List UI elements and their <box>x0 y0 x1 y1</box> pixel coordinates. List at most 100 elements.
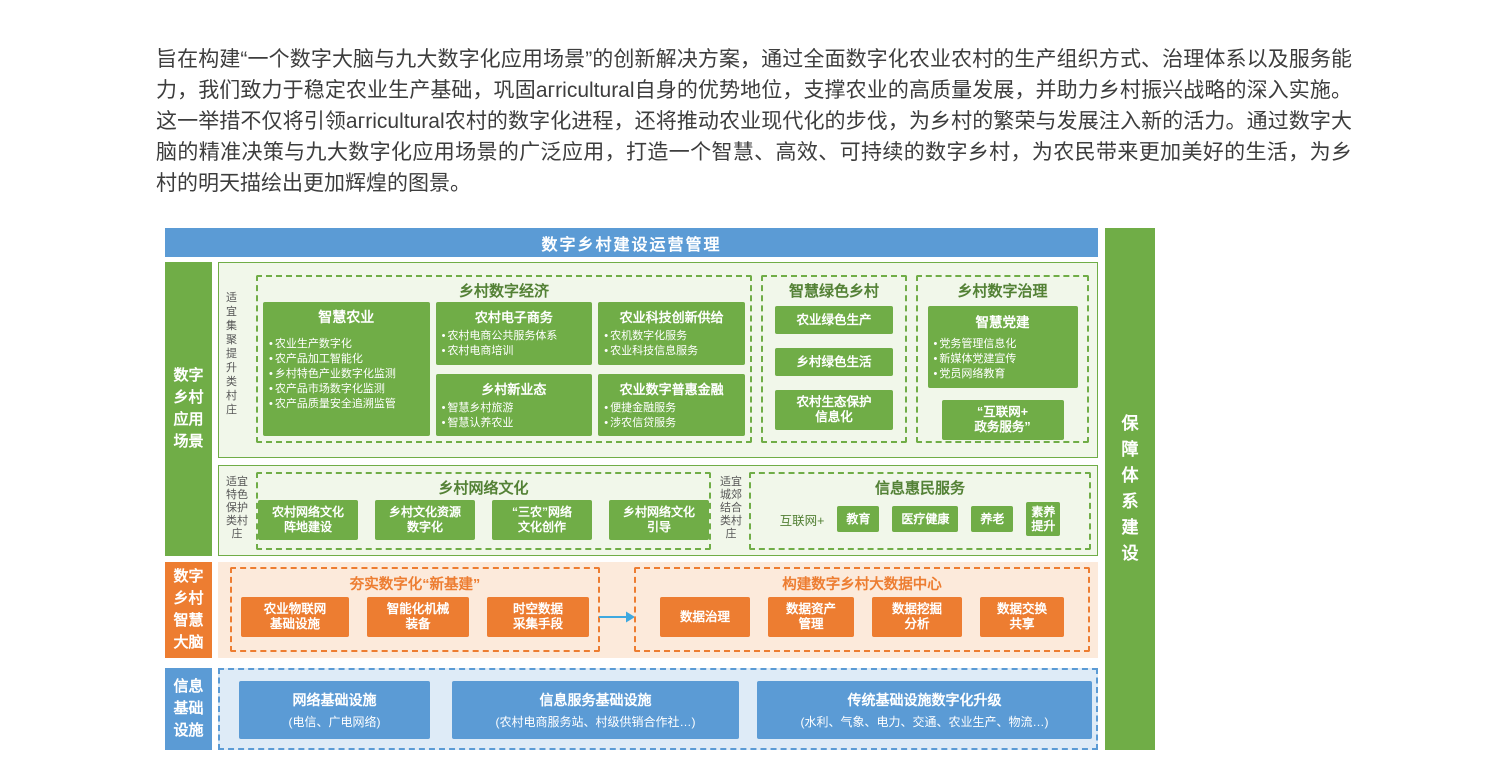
assurance-system-label: 保障体系建设 <box>1121 414 1139 563</box>
flow-arrow-icon <box>599 611 635 623</box>
culture-card: “三农”网络 文化创作 <box>492 500 592 540</box>
internet-gov-service-card: “互联网+ 政务服务” <box>941 400 1064 440</box>
green-living-card: 乡村绿色生活 <box>775 348 893 376</box>
eco-protection-card: 农村生态保护 信息化 <box>775 390 893 430</box>
data-exchange-card: 数据交换 共享 <box>980 597 1064 637</box>
inclusive-finance-card: 农业数字普惠金融 便捷金融服务 涉农信贷服务 <box>598 373 745 436</box>
bullet-item: 农产品质量安全追溯监管 <box>269 397 424 412</box>
bullet-item: 智慧乡村旅游 <box>442 401 587 416</box>
bullet-item: 党务管理信息化 <box>934 337 1072 352</box>
agri-tech-supply-card: 农业科技创新供给 农机数字化服务 农业科技信息服务 <box>598 302 745 365</box>
culture-card: 乡村网络文化 引导 <box>609 500 709 540</box>
rural-ecommerce-card: 农村电子商务 农村电商公共服务体系 农村电商培训 <box>435 302 593 365</box>
intelligent-machinery-card: 智能化机械 装备 <box>367 597 469 637</box>
big-data-center-cards: 数据治理 数据资产 管理 数据挖掘 分析 数据交换 共享 <box>636 597 1088 637</box>
big-data-center-group: 构建数字乡村大数据中心 数据治理 数据资产 管理 数据挖掘 分析 数据交换 共享 <box>634 567 1090 652</box>
new-infrastructure-group: 夯实数字化“新基建” 农业物联网 基础设施 智能化机械 装备 时空数据 采集手段 <box>230 567 600 652</box>
diagram-title: 数字乡村建设运营管理 <box>541 236 722 254</box>
section-label-smart-brain: 数字乡村智慧大脑 <box>165 562 212 658</box>
digital-economy-group: 乡村数字经济 智慧农业 农业生产数字化 农产品加工智能化 乡村特色产业数字化监测… <box>256 275 752 443</box>
info-service-infrastructure-card: 信息服务基础设施 (农村电商服务站、村级供销合作社…) <box>452 681 739 739</box>
info-service-infrastructure-desc: (农村电商服务站、村级供销合作社…) <box>495 715 696 729</box>
welfare-cards-row: 互联网+ 教育 医疗健康 养老 素养 提升 <box>751 495 1089 536</box>
data-asset-management-card: 数据资产 管理 <box>768 597 854 637</box>
section-label-info-infrastructure-text: 信息基础设施 <box>173 678 204 739</box>
bullet-item: 农村电商培训 <box>442 344 587 359</box>
bullet-item: 涉农信贷服务 <box>604 416 739 431</box>
big-data-center-title: 构建数字乡村大数据中心 <box>782 577 942 593</box>
diagram-header-bar: 数字乡村建设运营管理 <box>165 228 1098 257</box>
info-infrastructure-panel: 网络基础设施 (电信、广电网络) 信息服务基础设施 (农村电商服务站、村级供销合… <box>218 668 1098 750</box>
smart-agriculture-title: 智慧农业 <box>318 309 375 325</box>
digital-economy-title: 乡村数字经济 <box>458 283 549 300</box>
green-village-cards: 农业绿色生产 乡村绿色生活 农村生态保护 信息化 <box>763 298 905 430</box>
digital-governance-group: 乡村数字治理 智慧党建 党务管理信息化 新媒体党建宣传 党员网络教育 “互联网+… <box>916 275 1089 443</box>
intro-paragraph: 旨在构建“一个数字大脑与九大数字化应用场景”的创新解决方案，通过全面数字化农业农… <box>156 48 1352 195</box>
section-label-info-infrastructure: 信息基础设施 <box>165 668 212 750</box>
welfare-card-literacy: 素养 提升 <box>1026 502 1061 536</box>
bullet-item: 党员网络教育 <box>934 367 1072 382</box>
bullet-item: 农机数字化服务 <box>604 329 739 344</box>
welfare-card-elderly: 养老 <box>971 506 1014 532</box>
bullet-item: 农业科技信息服务 <box>604 344 739 359</box>
economy-col-3: 农业科技创新供给 农机数字化服务 农业科技信息服务 农业数字普惠金融 便捷金融服… <box>598 302 745 436</box>
bullet-item: 乡村特色产业数字化监测 <box>269 367 424 382</box>
smart-agriculture-card: 智慧农业 农业生产数字化 农产品加工智能化 乡村特色产业数字化监测 农产品市场数… <box>263 302 430 436</box>
network-infrastructure-card: 网络基础设施 (电信、广电网络) <box>239 681 430 739</box>
culture-cards: 农村网络文化 阵地建设 乡村文化资源 数字化 “三农”网络 文化创作 乡村网络文… <box>258 495 709 540</box>
traditional-infrastructure-upgrade-card: 传统基础设施数字化升级 (水利、气象、电力、交通、农业生产、物流…) <box>757 681 1092 739</box>
digital-governance-title: 乡村数字治理 <box>957 283 1048 300</box>
info-welfare-services-title: 信息惠民服务 <box>874 480 965 497</box>
row1-village-type-label: 适宜集聚提升类村庄 <box>226 292 237 416</box>
internet-plus-prefix: 互联网+ <box>779 513 825 528</box>
apps-row2-panel: 适宜特色保护类村庄 乡村网络文化 农村网络文化 阵地建设 乡村文化资源 数字化 … <box>218 465 1098 556</box>
smart-brain-panel: 夯实数字化“新基建” 农业物联网 基础设施 智能化机械 装备 时空数据 采集手段… <box>218 562 1098 658</box>
bullet-item: 便捷金融服务 <box>604 401 739 416</box>
row2-village-type-label-left: 适宜特色保护类村庄 <box>226 476 248 540</box>
traditional-infrastructure-upgrade-desc: (水利、气象、电力、交通、农业生产、物流…) <box>800 715 1049 729</box>
agri-tech-supply-title: 农业科技创新供给 <box>619 310 724 325</box>
welfare-card-education: 教育 <box>837 506 880 532</box>
green-production-card: 农业绿色生产 <box>775 306 893 334</box>
network-infrastructure-desc: (电信、广电网络) <box>288 715 381 729</box>
assurance-system-bar: 保障体系建设 <box>1105 228 1155 750</box>
inclusive-finance-title: 农业数字普惠金融 <box>619 381 724 397</box>
bullet-item: 新媒体党建宣传 <box>934 352 1072 367</box>
new-business-title: 乡村新业态 <box>481 381 547 397</box>
data-governance-card: 数据治理 <box>660 597 750 637</box>
digital-village-diagram: 数字乡村建设运营管理 保障体系建设 数字乡村应用场景 数字乡村智慧大脑 信息基础… <box>165 228 1155 750</box>
new-infrastructure-title: 夯实数字化“新基建” <box>349 577 481 593</box>
bullet-item: 智慧认养农业 <box>442 416 587 431</box>
new-business-card: 乡村新业态 智慧乡村旅游 智慧认养农业 <box>435 373 593 436</box>
rural-network-culture-title: 乡村网络文化 <box>438 480 529 497</box>
spatiotemporal-data-card: 时空数据 采集手段 <box>487 597 589 637</box>
smart-green-village-group: 智慧绿色乡村 农业绿色生产 乡村绿色生活 农村生态保护 信息化 <box>761 275 907 443</box>
info-service-infrastructure-title: 信息服务基础设施 <box>539 692 652 708</box>
apps-row1-panel: 适宜集聚提升类村庄 乡村数字经济 智慧农业 农业生产数字化 农产品加工智能化 乡… <box>218 262 1098 458</box>
info-welfare-services-group: 信息惠民服务 互联网+ 教育 医疗健康 养老 素养 提升 <box>749 472 1091 550</box>
smart-party-building-title: 智慧党建 <box>975 315 1030 330</box>
smart-green-village-title: 智慧绿色乡村 <box>788 283 879 300</box>
digital-economy-columns: 智慧农业 农业生产数字化 农产品加工智能化 乡村特色产业数字化监测 农产品市场数… <box>258 298 750 436</box>
section-label-app-scenarios-text: 数字乡村应用场景 <box>173 367 204 450</box>
data-mining-card: 数据挖掘 分析 <box>872 597 962 637</box>
bullet-item: 农业生产数字化 <box>269 337 424 352</box>
rural-network-culture-group: 乡村网络文化 农村网络文化 阵地建设 乡村文化资源 数字化 “三农”网络 文化创… <box>256 472 711 550</box>
economy-col-1: 智慧农业 农业生产数字化 农产品加工智能化 乡村特色产业数字化监测 农产品市场数… <box>263 302 430 436</box>
agri-iot-card: 农业物联网 基础设施 <box>241 597 349 637</box>
welfare-card-healthcare: 医疗健康 <box>892 506 959 532</box>
row2-village-type-label-right: 适宜城郊结合类村庄 <box>720 476 742 540</box>
smart-party-building-card: 智慧党建 党务管理信息化 新媒体党建宣传 党员网络教育 <box>927 306 1078 388</box>
traditional-infrastructure-upgrade-title: 传统基础设施数字化升级 <box>847 692 1002 708</box>
culture-card: 农村网络文化 阵地建设 <box>258 500 358 540</box>
bullet-item: 农产品加工智能化 <box>269 352 424 367</box>
economy-col-2: 农村电子商务 农村电商公共服务体系 农村电商培训 乡村新业态 智慧乡村旅游 智慧… <box>435 302 593 436</box>
culture-card: 乡村文化资源 数字化 <box>375 500 475 540</box>
bullet-item: 农产品市场数字化监测 <box>269 382 424 397</box>
new-infrastructure-cards: 农业物联网 基础设施 智能化机械 装备 时空数据 采集手段 <box>232 597 598 637</box>
rural-ecommerce-title: 农村电子商务 <box>474 310 553 325</box>
section-label-app-scenarios: 数字乡村应用场景 <box>165 262 212 556</box>
network-infrastructure-title: 网络基础设施 <box>292 692 377 708</box>
bullet-item: 农村电商公共服务体系 <box>442 329 587 344</box>
section-label-smart-brain-text: 数字乡村智慧大脑 <box>173 568 204 651</box>
